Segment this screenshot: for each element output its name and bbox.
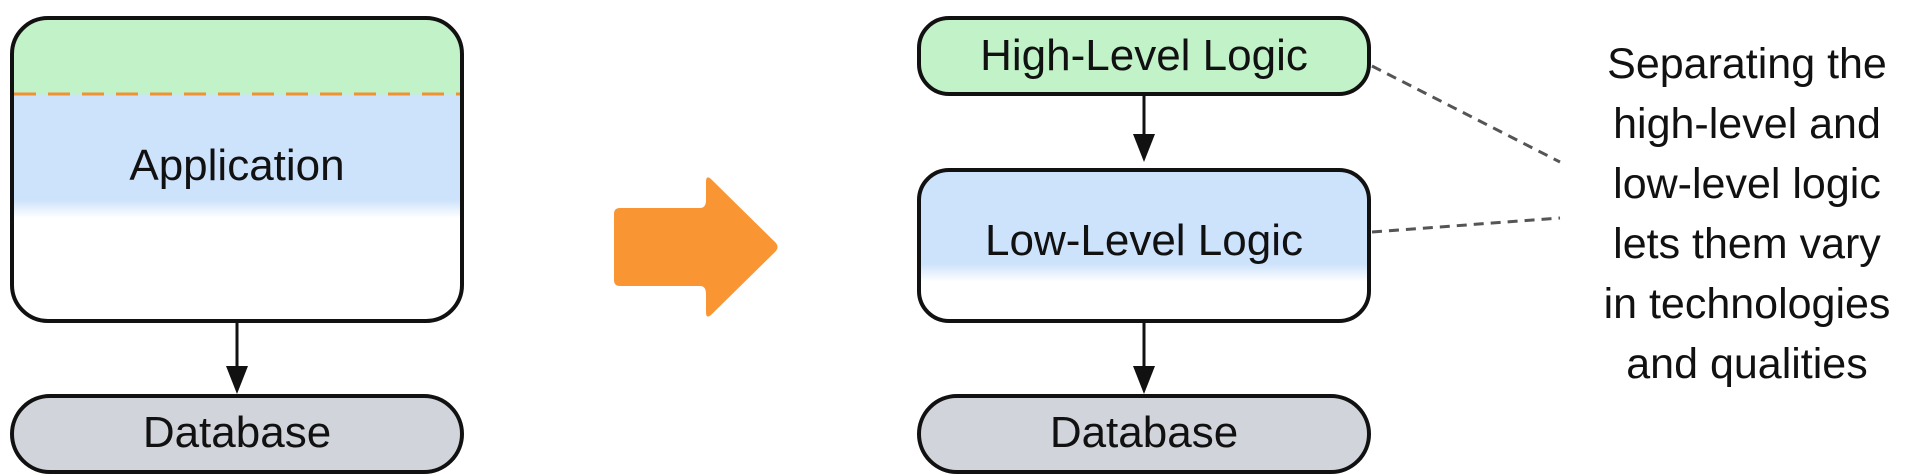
left-database-box: Database [10, 394, 464, 474]
annotation-line: and qualities [1626, 340, 1867, 388]
right-database-box: Database [917, 394, 1371, 474]
annotation-line: Separating the [1607, 40, 1887, 88]
connector-low-level [1371, 216, 1561, 234]
application-label: Application [129, 141, 344, 190]
right-down-arrow-bottom-icon [1133, 322, 1155, 394]
low-level-logic-label: Low-Level Logic [985, 216, 1303, 265]
annotation-line: in technologies [1604, 280, 1891, 328]
annotation-line: high-level and [1613, 100, 1881, 148]
annotation-line: low-level logic [1613, 160, 1881, 208]
connector-high-level [1371, 64, 1561, 164]
transform-arrow-icon [614, 177, 778, 317]
left-database-label: Database [143, 408, 331, 457]
high-level-logic-box: High-Level Logic [917, 16, 1371, 96]
low-level-logic-box: Low-Level Logic [917, 168, 1371, 323]
annotation-text: Separating the high-level and low-level … [1604, 40, 1891, 388]
left-down-arrow-icon [226, 322, 248, 394]
right-down-arrow-top-icon [1133, 96, 1155, 162]
right-database-label: Database [1050, 408, 1238, 457]
high-level-logic-label: High-Level Logic [980, 31, 1308, 80]
application-box: Application [10, 16, 464, 323]
annotation-line: lets them vary [1613, 220, 1881, 268]
